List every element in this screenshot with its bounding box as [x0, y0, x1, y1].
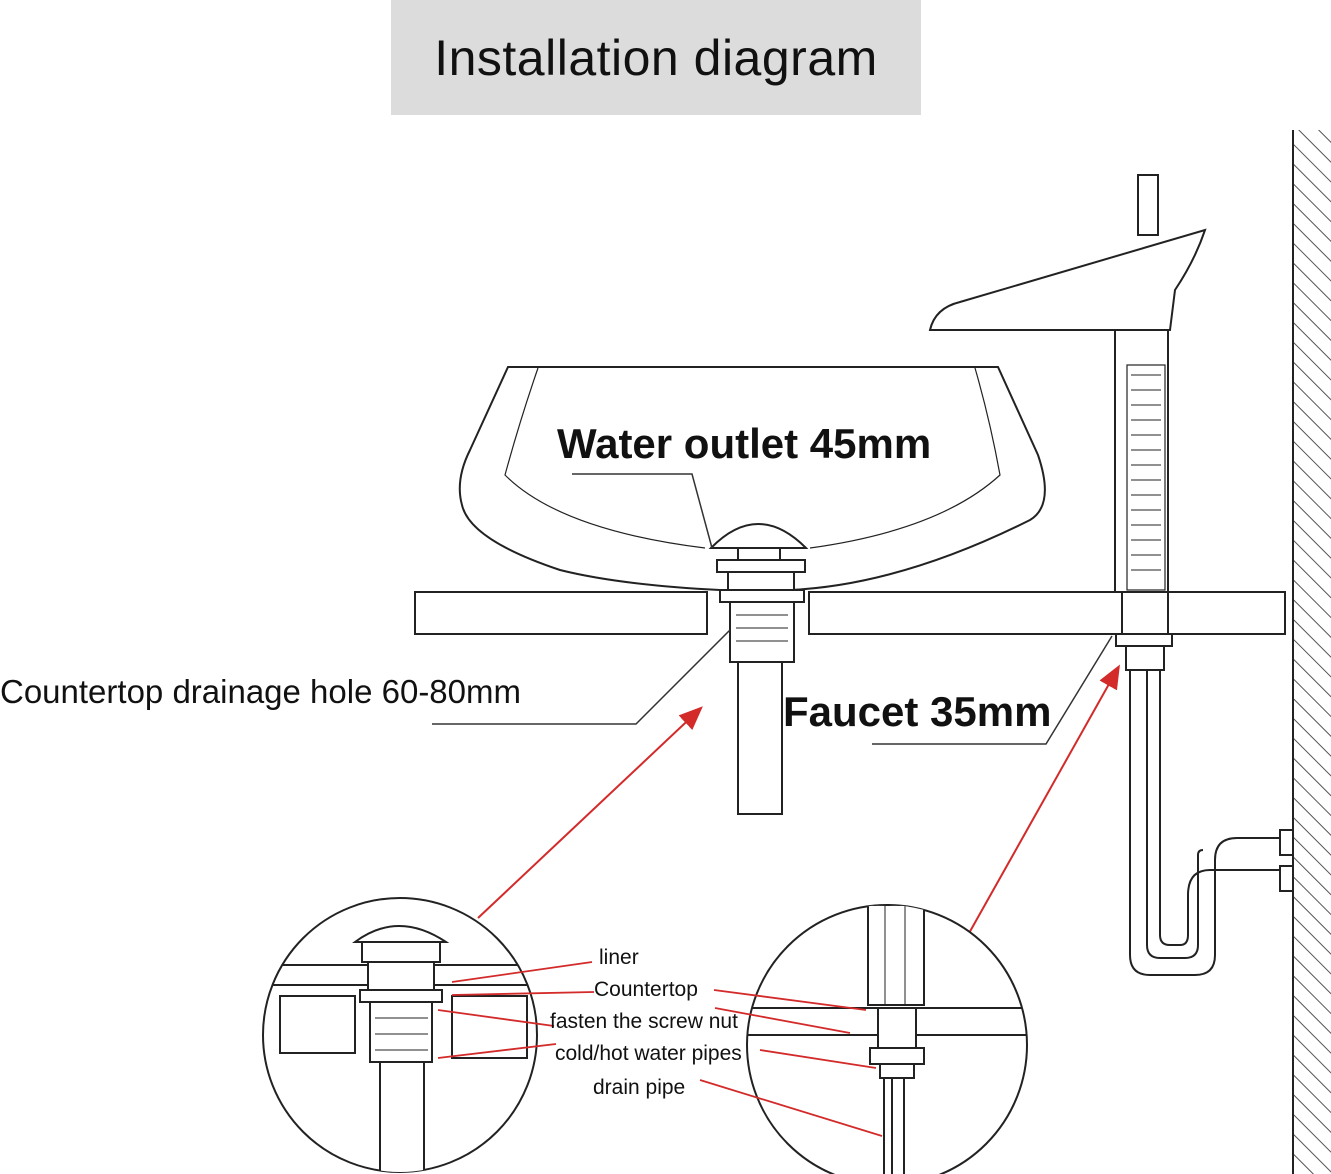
title-banner: Installation diagram — [391, 0, 921, 115]
callout-lines — [437, 961, 883, 1137]
drainage-hole-label: Countertop drainage hole 60-80mm — [0, 673, 521, 710]
faucet-label: Faucet 35mm — [783, 688, 1052, 735]
wall — [1292, 130, 1331, 1174]
water-supply-hoses — [1129, 670, 1294, 976]
detail-arrows — [477, 664, 1120, 936]
diagram-title: Installation diagram — [434, 29, 878, 86]
countertop — [414, 591, 1286, 635]
drain-detail-circle — [262, 897, 538, 1173]
callout-screw-nut: fasten the screw nut — [550, 1010, 738, 1033]
faucet — [928, 174, 1207, 671]
callout-water-pipes: cold/hot water pipes — [555, 1042, 742, 1065]
basin — [458, 366, 1046, 591]
label-leaders — [432, 473, 1113, 745]
drain-assembly — [708, 523, 809, 815]
water-outlet-label: Water outlet 45mm — [557, 420, 932, 467]
faucet-detail-circle — [746, 904, 1028, 1174]
callout-liner: liner — [599, 946, 639, 969]
callout-countertop: Countertop — [594, 978, 698, 1001]
callout-drain-pipe: drain pipe — [593, 1076, 686, 1099]
